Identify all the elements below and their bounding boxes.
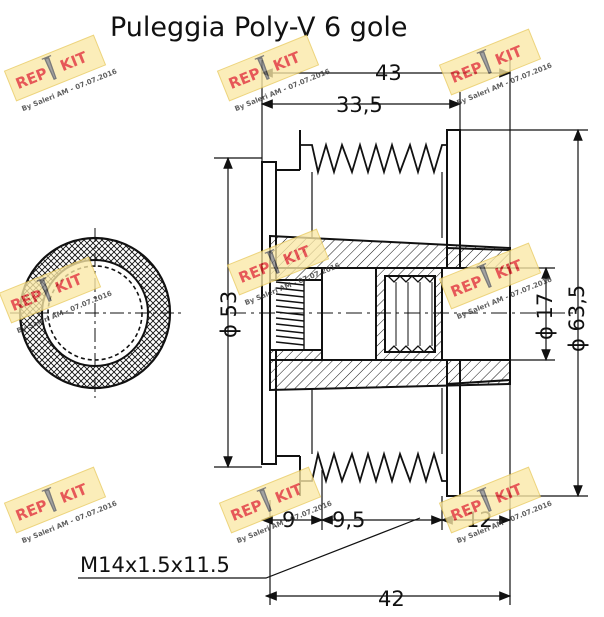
watermark-box [438, 242, 542, 310]
wrench-icon [264, 248, 280, 274]
wrench-icon [36, 276, 52, 302]
wrench-icon [41, 486, 57, 512]
thread-spec: M14x1.5x11.5 [80, 553, 230, 577]
wrench-icon [256, 486, 272, 512]
watermark-box [216, 34, 320, 102]
dim-outer-diameter: ϕ 63,5 [565, 285, 589, 352]
wrench-icon [476, 48, 492, 74]
dim-overall-width: 43 [375, 61, 402, 85]
wrench-icon [476, 486, 492, 512]
wrench-icon [476, 262, 492, 288]
watermark-box [218, 466, 322, 534]
watermark-box [3, 34, 107, 102]
wrench-icon [41, 54, 57, 80]
wrench-icon [254, 54, 270, 80]
dim-left-segment: 9 [282, 508, 295, 532]
dim-middle-segment: 9,5 [332, 508, 365, 532]
watermark-box [438, 28, 542, 96]
drawing-title: Puleggia Poly-V 6 gole [110, 12, 408, 43]
dim-pulley-diameter: ϕ 53 [217, 291, 241, 338]
dim-inner-width: 33,5 [336, 93, 383, 117]
watermark-box [226, 228, 330, 296]
watermark-box [3, 466, 107, 534]
dim-base-length: 42 [378, 587, 405, 611]
watermark-box [438, 466, 542, 534]
dim-bore-diameter: ϕ 17 [533, 293, 557, 340]
watermark-box [0, 256, 102, 324]
